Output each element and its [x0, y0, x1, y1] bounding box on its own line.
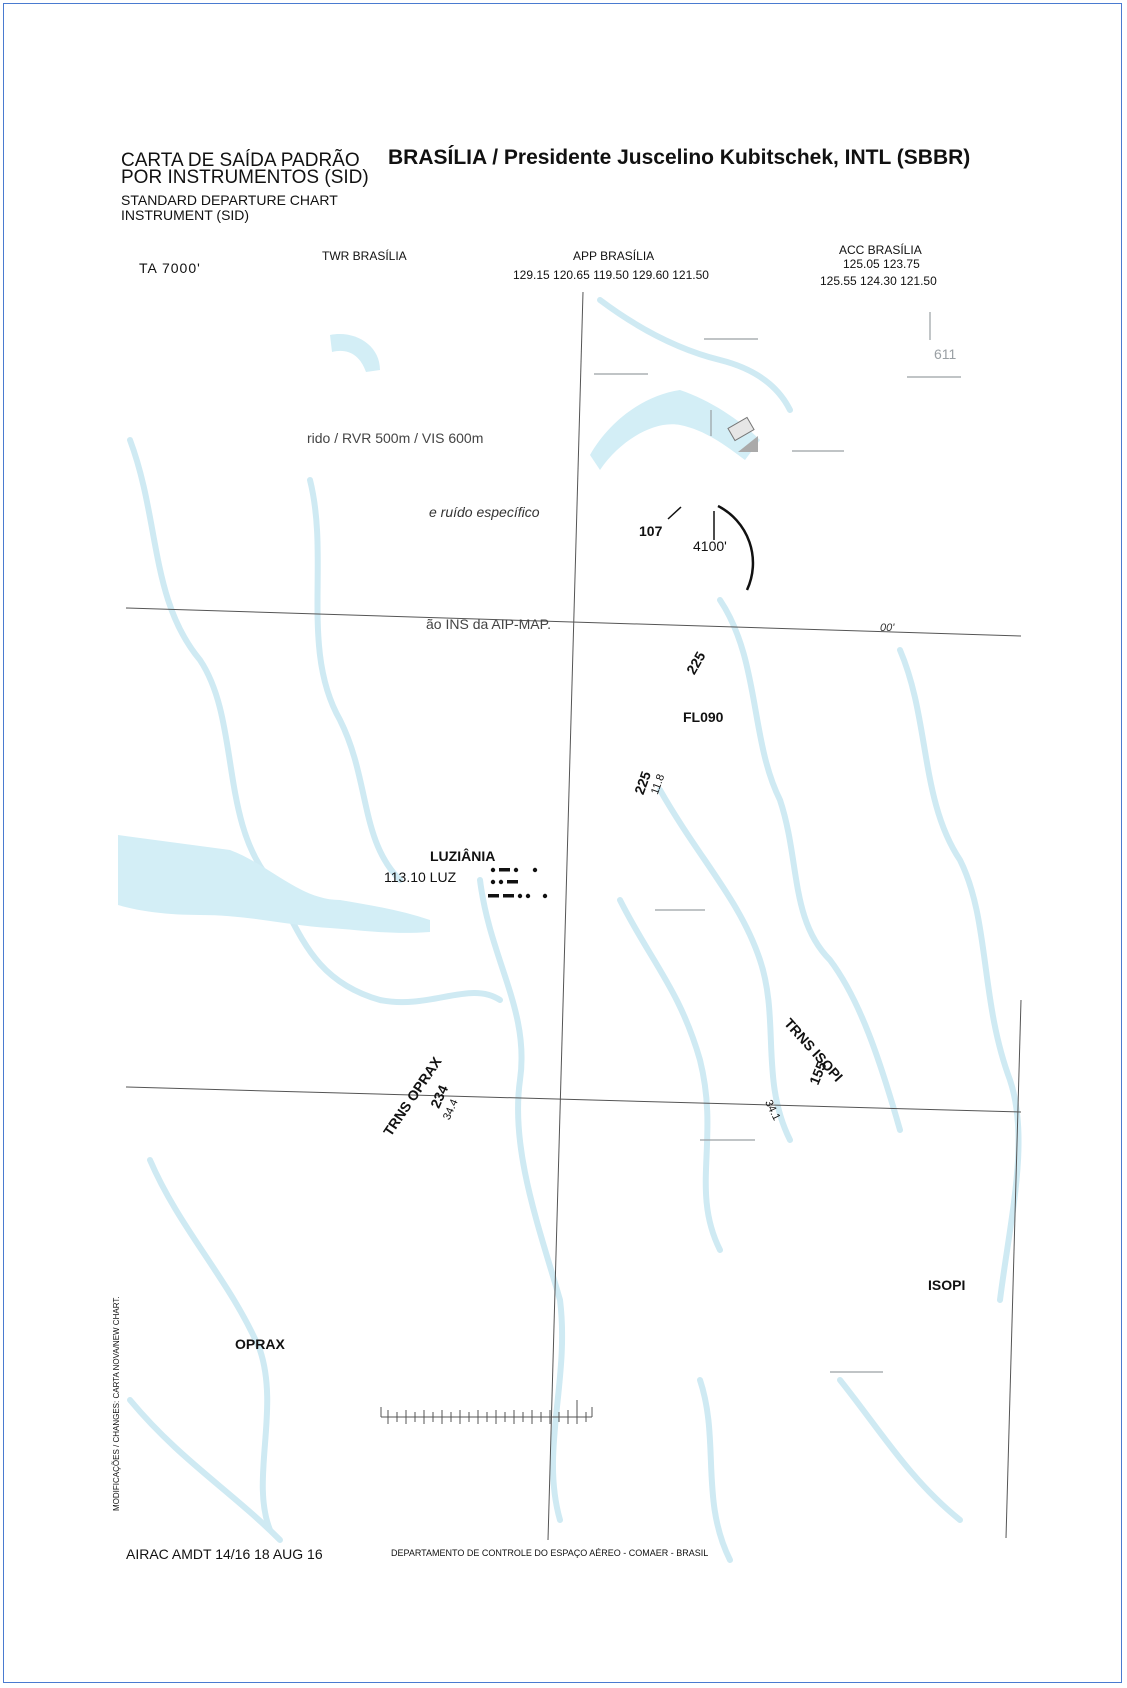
- app-label: APP BRASÍLIA: [573, 249, 655, 263]
- rvr-note: rido / RVR 500m / VIS 600m: [307, 430, 484, 446]
- elevation-611: 611: [934, 346, 957, 362]
- graticule: [125, 291, 1022, 1541]
- morse-code-luz: [488, 867, 548, 899]
- airac-amendment: AIRAC AMDT 14/16 18 AUG 16: [126, 1546, 323, 1562]
- obstacle-marker: [727, 416, 758, 452]
- transition-altitude: TA 7000': [139, 260, 201, 276]
- twr-label: TWR BRASÍLIA: [322, 249, 407, 263]
- chart-type-pt-line2: POR INSTRUMENTOS (SID): [121, 167, 369, 188]
- ins-note: ão INS da AIP-MAP.: [426, 616, 552, 632]
- airport-title: BRASÍLIA / Presidente Juscelino Kubitsch…: [388, 146, 971, 169]
- leader-107: [667, 506, 682, 520]
- fix-isopi: ISOPI: [928, 1277, 966, 1293]
- turn-arc: [717, 504, 755, 591]
- vor-freq-ident: 113.10 LUZ: [384, 869, 457, 885]
- chart-type-pt-line1: CARTA DE SAÍDA PADRÃO: [121, 150, 360, 171]
- publisher: DEPARTAMENTO DE CONTROLE DO ESPAÇO AÉREO…: [391, 1548, 709, 1558]
- app-frequencies: 129.15 120.65 119.50 129.60 121.50: [513, 268, 709, 282]
- flight-level-090: FL090: [683, 709, 724, 725]
- terrain-marks: [594, 312, 961, 1373]
- page-frame: [3, 3, 1122, 1683]
- noise-note: e ruído específico: [429, 504, 540, 520]
- water-bodies: [118, 334, 760, 933]
- chart-type-en-line2: INSTRUMENT (SID): [121, 207, 250, 223]
- vor-name: LUZIÂNIA: [430, 848, 496, 864]
- fix-oprax: OPRAX: [235, 1336, 285, 1352]
- changes-note: MODIFICAÇÕES / CHANGES: CARTA NOVA/NEW C…: [112, 1296, 121, 1511]
- altitude-4100: 4100': [693, 538, 727, 554]
- acc-label: ACC BRASÍLIA: [839, 243, 922, 257]
- chart-type-en-line1: STANDARD DEPARTURE CHART: [121, 192, 338, 208]
- acc-frequencies-line1: 125.05 123.75: [843, 257, 920, 271]
- course-107: 107: [639, 523, 663, 539]
- min-altitude-note: 00': [880, 622, 895, 634]
- rivers: [127, 297, 1022, 1563]
- acc-frequencies-line2: 125.55 124.30 121.50: [820, 274, 937, 288]
- scale-bar: [380, 1400, 593, 1424]
